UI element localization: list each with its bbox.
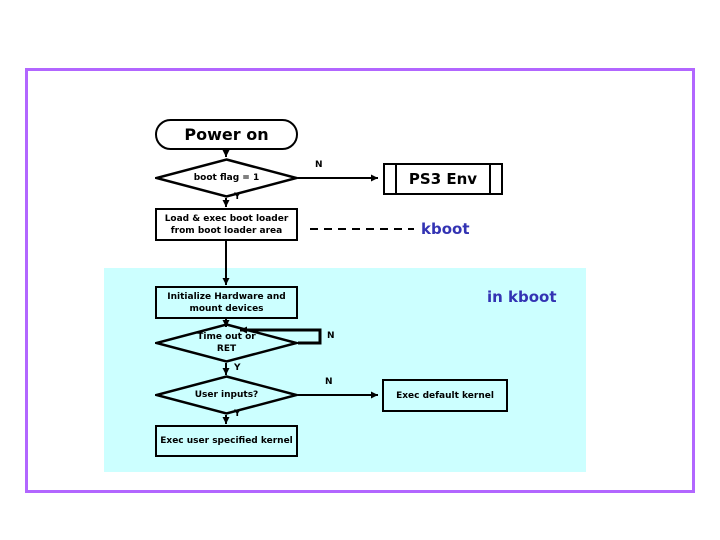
slide-border (25, 68, 695, 493)
edge-label-boot-flag-no: N (315, 160, 323, 170)
node-exec-default-kernel[interactable]: Exec default kernel (382, 379, 508, 412)
node-load-exec-boot-loader[interactable]: Load & exec boot loader from boot loader… (155, 208, 298, 241)
node-ps3-env-label: PS3 Env (408, 170, 478, 188)
node-power-on[interactable]: Power on (155, 119, 298, 150)
edge-label-timeout-no: N (327, 331, 335, 341)
node-load-exec-line1: Load & exec boot loader (164, 213, 289, 224)
predefined-bar-left (395, 165, 397, 193)
predefined-bar-right (489, 165, 491, 193)
edge-label-user-inputs-no: N (325, 377, 333, 387)
node-ps3-env[interactable]: PS3 Env (383, 163, 503, 195)
node-initialize-hardware-line1: Initialize Hardware and (167, 291, 286, 302)
edge-label-boot-flag-yes: Y (234, 192, 241, 202)
node-load-exec-line2: from boot loader area (170, 225, 283, 236)
node-timeout-or-ret[interactable]: Time out or RET (155, 323, 298, 363)
edge-label-user-inputs-yes: Y (234, 409, 241, 419)
node-exec-user-specified-kernel[interactable]: Exec user specified kernel (155, 425, 298, 457)
node-initialize-hardware-line2: mount devices (189, 303, 264, 314)
annotation-kboot: kboot (421, 220, 470, 238)
kboot-region-background (104, 268, 586, 472)
node-boot-flag[interactable]: boot flag = 1 (155, 158, 298, 198)
edge-label-timeout-yes: Y (234, 363, 241, 373)
node-initialize-hardware[interactable]: Initialize Hardware and mount devices (155, 286, 298, 319)
node-exec-default-kernel-label: Exec default kernel (396, 390, 494, 401)
node-exec-user-specified-kernel-label: Exec user specified kernel (160, 436, 293, 446)
node-user-inputs[interactable]: User inputs? (155, 375, 298, 415)
node-power-on-label: Power on (184, 125, 269, 144)
annotation-in-kboot: in kboot (487, 288, 557, 306)
